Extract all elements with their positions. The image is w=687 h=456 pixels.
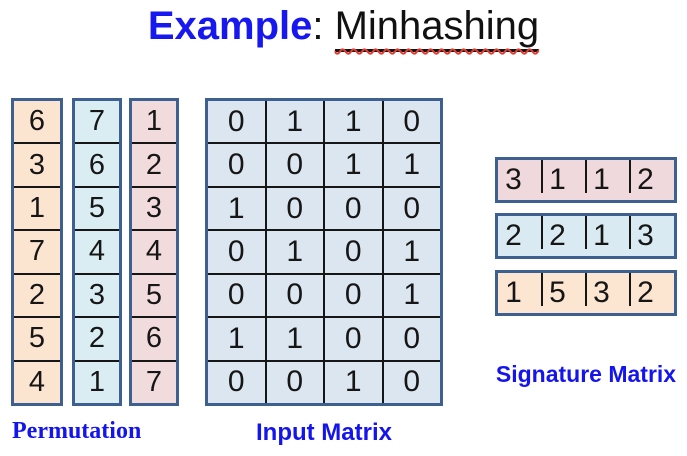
- input-matrix-cell: 0: [227, 104, 245, 138]
- permutation-cell: 5: [132, 272, 176, 316]
- input-matrix-cell: 1: [264, 231, 324, 273]
- signature-cell: 1: [586, 160, 631, 200]
- input-matrix-cell: 0: [323, 231, 382, 273]
- signature-cell: 1: [498, 273, 543, 313]
- input-matrix-cell: 0: [323, 187, 382, 230]
- permutation-cell: 3: [75, 272, 119, 316]
- input-matrix-cell: 0: [323, 274, 382, 317]
- cell-divider-line: [629, 216, 631, 249]
- input-matrix-label: Input Matrix: [256, 419, 392, 446]
- permutation-cell: 1: [145, 105, 163, 138]
- input-matrix-cell: 0: [323, 318, 382, 360]
- input-matrix-cell: 0: [381, 318, 441, 360]
- permutation-cell: 5: [14, 316, 60, 359]
- input-matrix-cell: 0: [227, 234, 245, 268]
- slide-title: Example: Minhashing: [0, 0, 687, 52]
- permutation-cell: 7: [14, 229, 60, 272]
- permutation-cell: 2: [14, 272, 60, 316]
- permutation-cell: 2: [132, 142, 176, 185]
- signature-matrix-label: Signature Matrix: [495, 361, 677, 387]
- permutation-cell: 6: [75, 142, 119, 185]
- permutation-cell: 3: [14, 142, 60, 185]
- cell-divider-line: [585, 160, 587, 193]
- signature-cell: 1: [586, 216, 631, 256]
- input-matrix-cell: 1: [227, 191, 245, 225]
- signature-cell: 5: [542, 273, 587, 313]
- input-matrix-cell: 0: [227, 278, 245, 312]
- cell-divider-line: [541, 216, 543, 249]
- permutation-cell: 1: [75, 359, 119, 403]
- permutation-cell: 5: [75, 185, 119, 229]
- cell-divider-line: [541, 160, 543, 193]
- input-matrix-cell: 0: [264, 361, 324, 403]
- title-example: Example: [147, 4, 313, 48]
- permutation-cell: 7: [88, 105, 106, 138]
- signature-cell: 2: [542, 216, 587, 256]
- permutation-cell: 2: [75, 316, 119, 359]
- permutation-cell: 6: [28, 105, 46, 138]
- input-matrix-cell: 1: [323, 144, 382, 186]
- input-matrix-cell: 1: [227, 321, 245, 355]
- input-matrix-cell: 0: [264, 187, 324, 230]
- cell-divider-line: [541, 273, 543, 306]
- input-matrix-cell: 1: [381, 144, 441, 186]
- input-matrix-cell: 1: [381, 274, 441, 317]
- permutation-cell: 4: [132, 229, 176, 272]
- permutation-cell: 4: [75, 229, 119, 272]
- permutation-cell: 4: [14, 359, 60, 403]
- input-matrix-cell: 1: [323, 101, 382, 143]
- signature-cell: 2: [637, 163, 654, 196]
- input-matrix-cell: 1: [264, 101, 324, 143]
- permutation-label: Permutation: [12, 418, 142, 444]
- signature-cell: 2: [498, 216, 543, 256]
- signature-cell: 3: [637, 219, 654, 252]
- input-matrix-cell: 1: [381, 231, 441, 273]
- title-subject-text: Minhashing: [334, 4, 540, 48]
- input-matrix-cell: 0: [227, 148, 245, 182]
- input-matrix-cell: 0: [264, 144, 324, 186]
- cell-divider-line: [585, 273, 587, 306]
- signature-cell: 2: [637, 276, 654, 309]
- input-matrix-cell: 0: [381, 187, 441, 230]
- title-separator: :: [312, 4, 335, 48]
- input-matrix-cell: 0: [381, 101, 441, 143]
- permutation-cell: 7: [132, 359, 176, 403]
- permutation-cell: 1: [14, 185, 60, 229]
- permutation-cell: 3: [132, 185, 176, 229]
- permutation-cell: 6: [132, 316, 176, 359]
- input-matrix-cell: 0: [264, 274, 324, 317]
- signature-cell: 1: [542, 160, 587, 200]
- cell-divider-line: [629, 160, 631, 193]
- input-matrix-cell: 1: [323, 361, 382, 403]
- input-matrix-cell: 1: [264, 318, 324, 360]
- cell-divider-line: [629, 273, 631, 306]
- input-matrix-cell: 0: [227, 365, 245, 399]
- cell-divider-line: [585, 216, 587, 249]
- title-subject: Minhashing: [334, 4, 540, 52]
- signature-cell: 3: [498, 160, 543, 200]
- signature-cell: 3: [586, 273, 631, 313]
- input-matrix-cell: 0: [381, 361, 441, 403]
